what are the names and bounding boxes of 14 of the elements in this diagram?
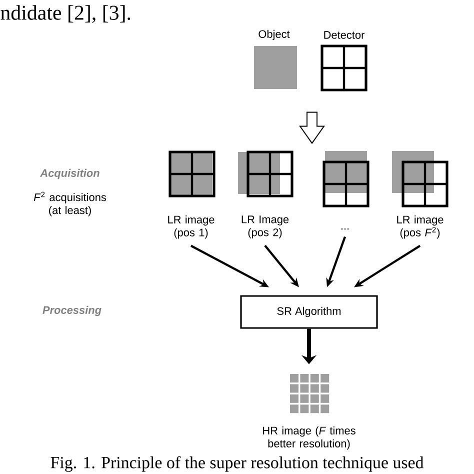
heading: Detector [324, 31, 365, 39]
image-caption: LR Image (pos 2) [242, 216, 289, 238]
block-arrow [299, 112, 325, 144]
note-text: F$^{2}$ acquisitions (at least) [34, 192, 106, 216]
caption: Fig. 1. Principle of the super resolution technique used [50, 456, 424, 472]
image-caption: LR image (pos F$^{2}$) [397, 215, 444, 239]
image-caption: LR image (pos 1) [168, 215, 214, 239]
image-caption: HR image (F times better resolution) [263, 426, 356, 450]
process-box: SR Algorithm [240, 295, 378, 329]
stage-label: Acquisition [40, 168, 100, 180]
image-caption: ... [341, 228, 349, 230]
heading: Object [258, 30, 290, 40]
stage-label: Processing [42, 306, 102, 316]
text-fragment: ndidate [2], [3]. [0, 5, 130, 23]
